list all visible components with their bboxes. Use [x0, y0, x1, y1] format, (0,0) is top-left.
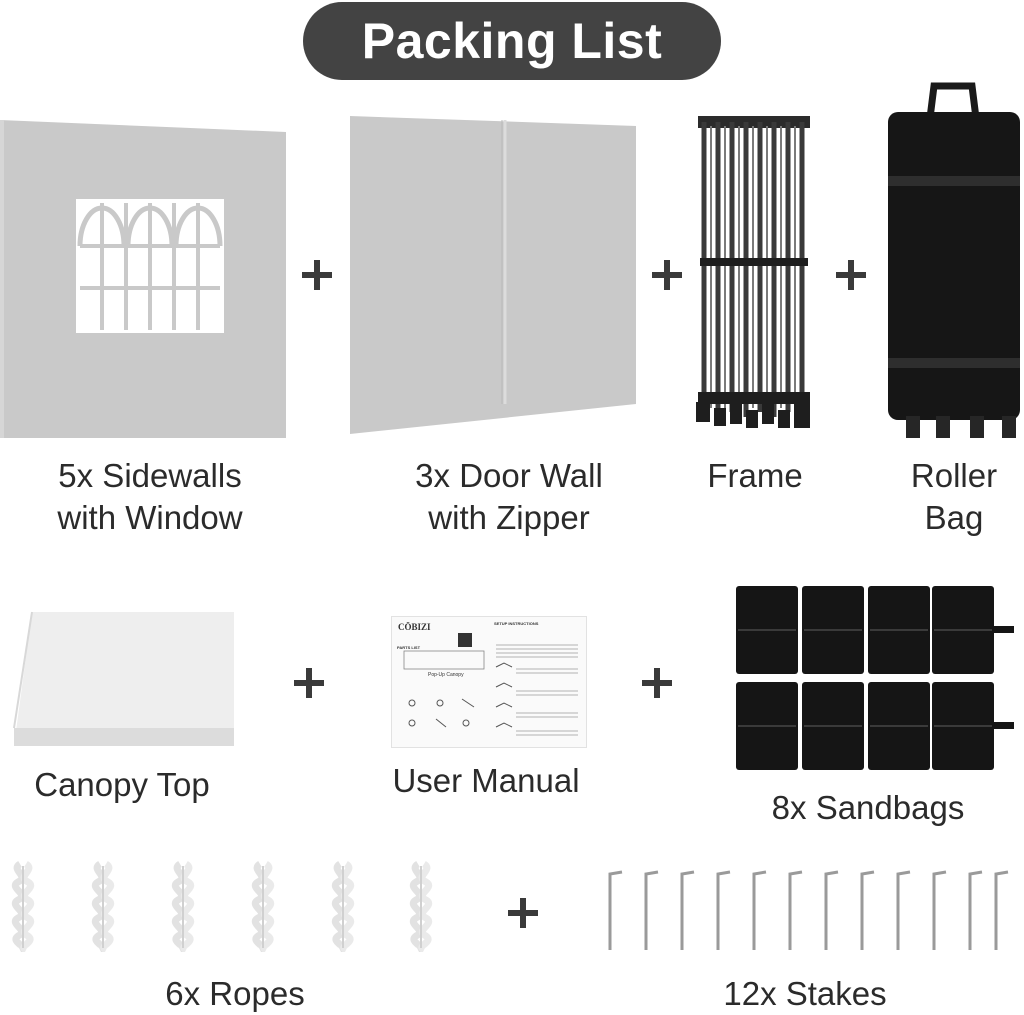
title-banner: Packing List	[303, 2, 721, 80]
sidewalls-label: 5x Sidewalls with Window	[20, 455, 280, 539]
user-manual-label: User Manual	[368, 760, 604, 802]
frame-label: Frame	[680, 455, 830, 497]
page-title: Packing List	[361, 13, 663, 69]
plus-icon	[642, 668, 672, 698]
label-line: Bag	[924, 499, 984, 536]
sandbags-image	[736, 586, 1014, 770]
label-line: User Manual	[392, 762, 580, 799]
door-wall-label: 3x Door Wall with Zipper	[378, 455, 640, 539]
plus-icon	[294, 668, 324, 698]
sidewall-image	[0, 120, 286, 438]
plus-icon	[508, 898, 538, 928]
canopy-top-image	[13, 611, 234, 746]
plus-icon	[302, 260, 332, 290]
window-illustration	[76, 199, 224, 333]
label-line: Frame	[707, 457, 803, 494]
frame-image	[696, 116, 810, 428]
label-line: 6x Ropes	[165, 975, 305, 1012]
manual-brand: CÖBIZI	[398, 622, 431, 632]
label-line: 3x Door Wall	[415, 457, 603, 494]
sandbags-label: 8x Sandbags	[740, 787, 996, 829]
label-line: 5x Sidewalls	[58, 457, 242, 494]
label-line: with Window	[57, 499, 243, 536]
door-wall-image	[350, 116, 636, 434]
manual-parts-heading: PARTS LIST	[397, 645, 421, 650]
manual-setup-heading: SETUP INSTRUCTIONS	[494, 621, 539, 626]
ropes-image	[6, 860, 446, 952]
canopy-top-label: Canopy Top	[6, 764, 238, 806]
label-line: 8x Sandbags	[771, 789, 965, 826]
label-line: 12x Stakes	[723, 975, 887, 1012]
plus-icon	[652, 260, 682, 290]
label-line: Canopy Top	[34, 766, 210, 803]
manual-product: Pop-Up Canopy	[428, 672, 464, 678]
user-manual-image: CÖBIZI SETUP INSTRUCTIONS PARTS LIST Pop…	[391, 616, 587, 748]
label-line: Roller	[910, 457, 998, 494]
ropes-label: 6x Ropes	[110, 973, 360, 1015]
plus-icon	[836, 260, 866, 290]
stakes-image	[608, 870, 1009, 950]
roller-bag-image	[888, 82, 1020, 438]
roller-bag-label: Roller Bag	[884, 455, 1024, 539]
label-line: with Zipper	[428, 499, 590, 536]
manual-diagrams	[403, 633, 578, 736]
stakes-label: 12x Stakes	[680, 973, 930, 1015]
